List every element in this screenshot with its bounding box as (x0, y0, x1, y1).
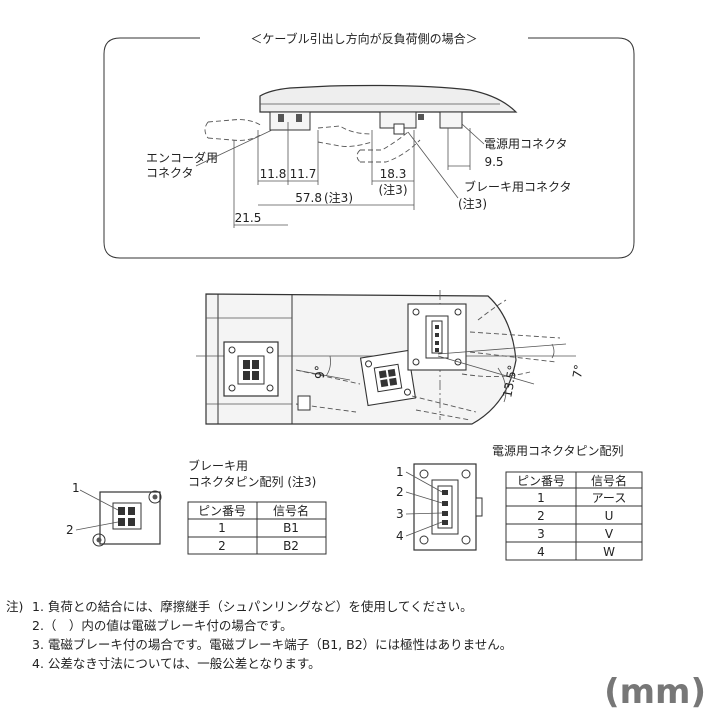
dim-11-8: 11.8 (260, 167, 287, 181)
brake-table-cell: 2 (218, 539, 226, 553)
power-pinout-title: 電源用コネクタピン配列 (492, 444, 624, 458)
brake-pinout-title-2: コネクタピン配列 (注3) (188, 474, 316, 489)
brake-pinout-table: ピン番号 信号名 1 B1 2 B2 (187, 501, 327, 555)
power-table-cell: アース (592, 491, 627, 505)
power-pinout: 電源用コネクタピン配列 1 2 3 4 (396, 444, 643, 561)
motor-body-top (259, 84, 518, 113)
drawing: ＜ケーブル引出し方向が反負荷側の場合＞ 11.8 11.7 (66, 31, 643, 561)
power-connector (439, 111, 463, 129)
power-table-cell: 1 (537, 491, 545, 505)
power-table-cell: W (603, 545, 615, 559)
angle-9: 9° (313, 365, 327, 379)
notes-prefix: 注) (6, 599, 24, 614)
encoder-connector-label-2: コネクタ (146, 166, 194, 180)
power-pinout-table: ピン番号 信号名 1 アース 2 U 3 V 4 W (505, 471, 643, 561)
note-item: 2.（ ）内の値は電磁ブレーキ付の場合です。 (32, 618, 293, 633)
power-pinout-diagram: 1 2 3 4 (396, 463, 483, 551)
dim-11-7: 11.7 (290, 167, 317, 181)
dim-21-5: 21.5 (235, 211, 262, 225)
brake-pinout-title-1: ブレーキ用 (188, 458, 248, 473)
note-item: 3. 電磁ブレーキ付の場合です。電磁ブレーキ端子（B1, B2）には極性はありま… (32, 637, 513, 652)
brake-pinout: ブレーキ用 コネクタピン配列 (注3) 1 2 ピン番号 信号名 1 (66, 458, 327, 555)
dim-18-3: 18.3 (380, 167, 407, 181)
brake-table-cell: 1 (218, 521, 226, 535)
power-table-cell: V (605, 527, 614, 541)
top-view-frame (103, 37, 635, 259)
top-view: ＜ケーブル引出し方向が反負荷側の場合＞ 11.8 11.7 (103, 31, 635, 259)
brake-callout-1: 1 (72, 481, 80, 495)
power-callout-3: 3 (396, 507, 404, 521)
note-item: 1. 負荷との結合には、摩擦継手（シュパンリングなど）を使用してください。 (32, 599, 473, 614)
angle-13-5: 13.5° (500, 364, 519, 399)
power-table-cell: 4 (537, 545, 545, 559)
note-item: 4. 公差なき寸法については、一般公差となります。 (32, 656, 321, 671)
dim-9-5: 9.5 (484, 155, 503, 169)
brake-table-header-pin: ピン番号 (198, 504, 246, 518)
power-connector-label: 電源用コネクタ (484, 137, 568, 151)
brake-connector-front (359, 349, 417, 407)
front-view: 9° 7° 13.5° (196, 290, 586, 425)
unit-label: (mm) (604, 672, 706, 712)
dim-18-3-note: (注3) (379, 182, 408, 197)
encoder-connector-label-1: エンコーダ用 (146, 150, 218, 165)
top-view-title: ＜ケーブル引出し方向が反負荷側の場合＞ (250, 31, 477, 46)
dim-57-8-note: (注3) (324, 190, 353, 205)
power-table-cell: 3 (537, 527, 545, 541)
dim-57-8: 57.8 (295, 191, 322, 205)
angle-7: 7° (570, 363, 586, 379)
power-callout-1: 1 (396, 465, 404, 479)
power-callout-4: 4 (396, 529, 404, 543)
brake-pinout-diagram: 1 2 (66, 481, 162, 547)
notes: 注) 1. 負荷との結合には、摩擦継手（シュパンリングなど）を使用してください。… (6, 597, 513, 673)
brake-connector-label: ブレーキ用コネクタ (464, 179, 572, 194)
power-table-header-pin: ピン番号 (517, 474, 565, 488)
power-callout-2: 2 (396, 485, 404, 499)
power-connector-front (407, 303, 467, 371)
brake-table-cell: B2 (283, 539, 299, 553)
power-table-cell: 2 (537, 509, 545, 523)
brake-table-cell: B1 (283, 521, 299, 535)
brake-table-header-signal: 信号名 (273, 503, 309, 518)
encoder-connector (269, 111, 311, 131)
brake-connector-note: (注3) (458, 196, 487, 211)
power-table-cell: U (605, 509, 614, 523)
brake-callout-2: 2 (66, 523, 74, 537)
power-table-header-signal: 信号名 (591, 473, 627, 488)
encoder-connector-front (223, 341, 279, 397)
